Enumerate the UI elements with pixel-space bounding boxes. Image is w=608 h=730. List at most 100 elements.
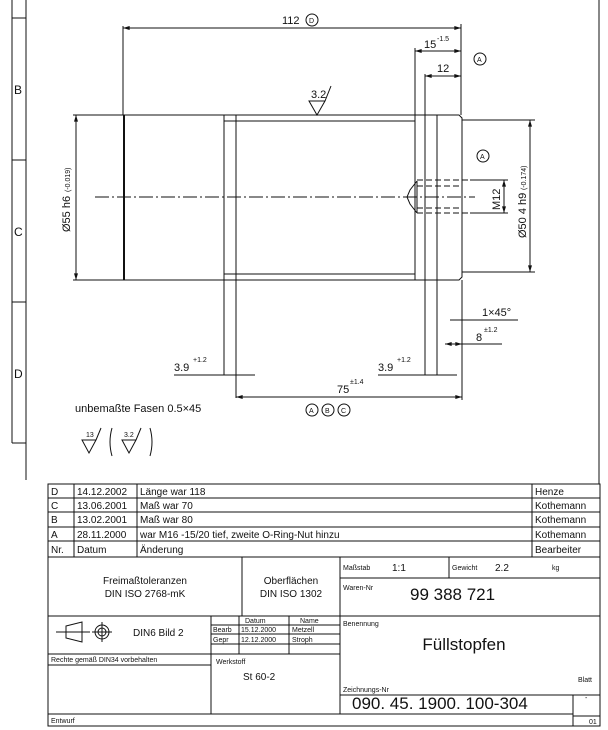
revision-mark-b2: B	[325, 408, 330, 415]
projection-symbol-icon	[56, 621, 112, 643]
weight-value: 2.2	[495, 563, 509, 574]
dim-groove-pos-tol: -1.5	[437, 36, 449, 43]
svg-text:28.11.2000: 28.11.2000	[77, 530, 127, 541]
drawn-name: Metzell	[292, 627, 315, 634]
svg-text:Länge war 118: Länge war 118	[140, 487, 206, 498]
weight-label: Gewicht	[452, 565, 477, 572]
sheet-label: Blatt	[578, 677, 592, 684]
projection-label: DIN6 Bild 2	[133, 628, 184, 639]
dim-groove-right-tol: +1.2	[397, 357, 411, 364]
revision-mark-a-thread	[476, 149, 490, 163]
revision-mark-a2: A	[309, 408, 314, 415]
drawing-frame	[11, 0, 600, 484]
general-surface-other-value: 3.2	[124, 432, 134, 439]
scale-label: Maßstab	[343, 565, 370, 572]
svg-text:war M16 -15/20 tief, zweite O-: war M16 -15/20 tief, zweite O-Ring-Nut h…	[139, 530, 340, 541]
svg-text:Henze: Henze	[535, 487, 564, 498]
dim-dia-50-tol: (-0.174)	[521, 165, 528, 190]
sheet-value: -	[585, 695, 588, 702]
item-number-value: 99 388 721	[410, 585, 495, 604]
part-name: Füllstopfen	[422, 635, 505, 654]
rights-note: Rechte gemäß DIN34 vorbehalten	[51, 657, 157, 664]
revision-mark-c2: C	[341, 408, 346, 415]
dim-dia-50: Ø50 4 h9	[517, 193, 529, 238]
dim-groove-pos: 15	[424, 39, 436, 51]
revision-header-row: Nr. Datum Änderung Bearbeiter	[51, 544, 582, 556]
dim-flange-width: 12	[437, 63, 449, 75]
drawn-label: Bearb	[213, 627, 232, 634]
scale-value: 1:1	[392, 563, 406, 574]
dim-dia-55-tol: (-0.019)	[65, 167, 72, 192]
sheet-count: 01	[589, 719, 597, 726]
drawn-date: 15.12.2000	[241, 627, 276, 634]
dimension-lines	[74, 24, 532, 400]
surfaces-standard: DIN ISO 1302	[260, 589, 323, 600]
revision-mark-a-thread-label: A	[480, 154, 485, 161]
dim-groove-right: 3.9	[378, 362, 393, 374]
svg-text:D: D	[51, 487, 58, 498]
svg-text:13.06.2001: 13.06.2001	[77, 501, 127, 512]
material-value: St 60-2	[243, 672, 276, 683]
general-surface-finish-icon	[81, 427, 153, 457]
svg-text:Maß war 80: Maß war 80	[140, 515, 193, 526]
dim-chamfer: 1×45°	[482, 307, 511, 319]
svg-text:Bearbeiter: Bearbeiter	[535, 545, 582, 556]
dim-dia-55: Ø55 h6	[61, 196, 73, 232]
dim-length-75-tol: ±1.4	[350, 379, 364, 386]
title-block-grid	[47, 556, 601, 727]
tapped-hole	[406, 179, 508, 214]
revision-row: B 13.02.2001 Maß war 80 Kothemann	[51, 515, 586, 526]
dim-width-8: 8	[476, 332, 482, 344]
revision-mark-d-label: D	[309, 18, 314, 25]
revision-row: A 28.11.2000 war M16 -15/20 tief, zweite…	[51, 530, 586, 541]
dim-thread: M12	[491, 189, 503, 210]
dim-groove-left-tol: +1.2	[193, 357, 207, 364]
dim-groove-left: 3.9	[174, 362, 189, 374]
revision-row: D 14.12.2002 Länge war 118 Henze	[51, 487, 564, 498]
name-label: Benennung	[343, 621, 379, 628]
svg-text:A: A	[51, 530, 58, 541]
zone-label-c: C	[14, 225, 23, 239]
revision-marks-abc	[305, 403, 351, 417]
svg-text:B: B	[51, 515, 58, 526]
chamfer-note: unbemaßte Fasen 0.5×45	[75, 403, 201, 415]
date-header: Datum	[245, 618, 266, 625]
svg-text:13.02.2001: 13.02.2001	[77, 515, 127, 526]
surface-finish-icon	[308, 85, 332, 117]
dim-width-8-tol: ±1.2	[484, 327, 498, 334]
svg-text:Kothemann: Kothemann	[535, 530, 586, 541]
svg-text:Kothemann: Kothemann	[535, 501, 586, 512]
zone-label-b: B	[14, 83, 22, 97]
tolerances-standard: DIN ISO 2768-mK	[105, 589, 186, 600]
surface-top-value: 3.2	[311, 89, 326, 101]
revision-mark-a	[473, 52, 487, 66]
checked-name: Stroph	[292, 637, 313, 644]
revision-row: C 13.06.2001 Maß war 70 Kothemann	[51, 501, 586, 512]
svg-text:Nr.: Nr.	[51, 545, 64, 556]
dim-overall-length: 112	[282, 15, 300, 27]
part-outline	[73, 114, 535, 281]
name-header: Name	[300, 618, 319, 625]
revision-mark-d	[305, 13, 319, 27]
zone-label-d: D	[14, 367, 23, 381]
drawing-number-label: Zeichnungs-Nr	[343, 687, 390, 694]
weight-unit: kg	[552, 565, 560, 572]
svg-text:Datum: Datum	[77, 545, 106, 556]
checked-date: 12.12.2000	[241, 637, 276, 644]
revision-mark-a-label: A	[477, 57, 482, 64]
item-number-label: Waren-Nr	[343, 585, 374, 592]
tolerances-label: Freimaßtoleranzen	[103, 576, 187, 587]
dim-length-75: 75	[337, 384, 349, 396]
svg-text:Kothemann: Kothemann	[535, 515, 586, 526]
material-label: Werkstoff	[216, 659, 245, 666]
svg-text:Änderung: Änderung	[140, 544, 183, 556]
svg-text:Maß war 70: Maß war 70	[140, 501, 193, 512]
drawing-number: 090. 45. 1900. 100-304	[352, 694, 528, 713]
svg-text:C: C	[51, 501, 58, 512]
status-label: Entwurf	[51, 718, 75, 725]
checked-label: Gepr	[213, 637, 229, 644]
svg-text:14.12.2002: 14.12.2002	[77, 487, 127, 498]
surfaces-label: Oberflächen	[264, 576, 318, 587]
general-surface-value: 13	[86, 432, 94, 439]
